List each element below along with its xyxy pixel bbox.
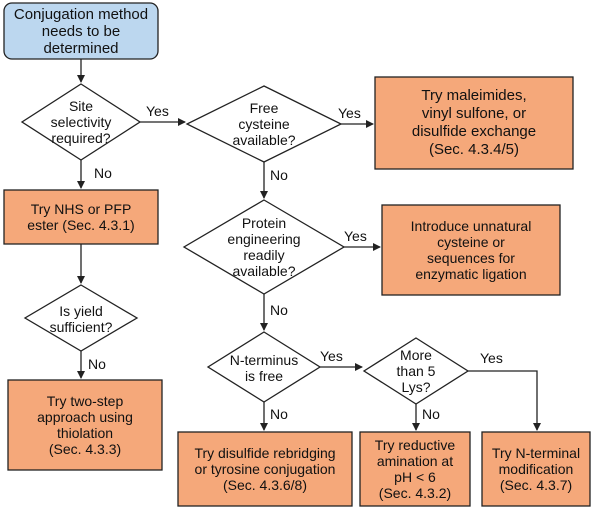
nhs-pfp-action-shape [3, 189, 159, 245]
maleimides-text: Try maleimides, vinyl sulfone, or disulf… [411, 87, 537, 158]
nhs-pfp-text: Try NHS or PFP ester (Sec. 4.3.1) [27, 201, 135, 233]
two-step-action-shape [7, 379, 163, 471]
protein-engineering-text: Protein engineering readily available? [227, 215, 301, 279]
label-site-yes: Yes [146, 103, 169, 119]
label-cysteine-yes: Yes [338, 105, 361, 121]
label-nterminus-no: No [270, 406, 288, 422]
label-engineering-no: No [270, 302, 288, 318]
n-terminal-mod-action-shape [481, 431, 591, 507]
two-step-text: Try two-step approach using thiolation (… [37, 393, 133, 457]
label-nterminus-yes: Yes [320, 348, 343, 364]
n-terminal-mod-text: Try N-terminal modification (Sec. 4.3.7) [491, 445, 581, 493]
label-yield-no: No [88, 356, 106, 372]
edge-lys-yes [468, 370, 541, 431]
reductive-amination-action-shape [359, 431, 471, 507]
yield-sufficient-text: Is yield sufficient? [49, 303, 113, 335]
disulfide-rebridging-action-shape [177, 431, 353, 507]
label-site-no: No [94, 165, 112, 181]
start-node-text: Conjugation method needs to be determine… [13, 5, 149, 57]
maleimides-action-shape [374, 76, 574, 170]
site-selectivity-text: Site selectivity required? [50, 98, 112, 146]
label-lys-no: No [422, 406, 440, 422]
n-terminus-text: N-terminus is free [229, 352, 299, 384]
more-than-5-lys-text: More than 5 Lys? [396, 347, 436, 395]
unnatural-cysteine-text: Introduce unnatural cysteine or sequence… [410, 218, 532, 282]
disulfide-rebridging-text: Try disulfide rebridging or tyrosine con… [194, 445, 336, 493]
label-engineering-yes: Yes [344, 228, 367, 244]
label-cysteine-no: No [270, 167, 288, 183]
label-lys-yes: Yes [480, 350, 503, 366]
unnatural-cysteine-action-shape [381, 204, 561, 296]
reductive-amination-text: Try reductive amination at pH < 6 (Sec. … [374, 437, 456, 501]
free-cysteine-text: Free cysteine available? [232, 100, 296, 148]
